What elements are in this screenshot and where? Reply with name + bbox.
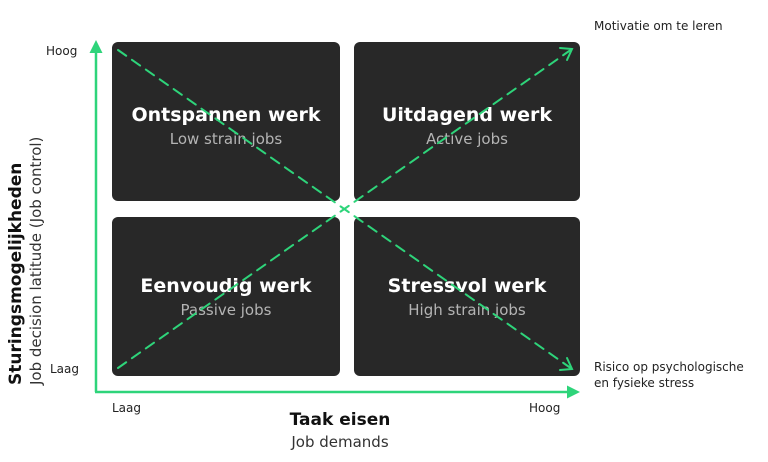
quadrant-title: Ontspannen werk — [131, 104, 321, 126]
quadrant-subtitle: Passive jobs — [180, 301, 272, 319]
y-axis-low-label: Laag — [50, 362, 80, 376]
y-axis-arrowhead — [89, 40, 103, 53]
stress-risk-label-line1: Risico op psychologische — [594, 360, 744, 374]
quadrant-active: Uitdagend werk Active jobs — [354, 42, 580, 201]
diagonal-stress-arrow — [117, 49, 574, 371]
x-axis-low-label: Laag — [112, 401, 142, 415]
y-axis — [89, 40, 103, 392]
x-axis-subtitle: Job demands — [291, 433, 389, 451]
x-axis-high-label: Hoog — [529, 401, 561, 415]
x-axis-title: Taak eisen — [289, 410, 391, 430]
arrowhead-stress — [559, 357, 574, 371]
stress-risk-label-line2: en fysieke stress — [594, 376, 695, 390]
arrowhead-motivation — [559, 47, 574, 61]
quadrant-title: Eenvoudig werk — [140, 275, 312, 297]
diagonal-motivation-arrow — [117, 47, 574, 369]
quadrant-title: Uitdagend werk — [381, 104, 553, 126]
x-axis — [95, 385, 580, 399]
quadrant-high-strain: Stressvol werk High strain jobs — [354, 217, 580, 376]
quadrant-subtitle: High strain jobs — [408, 301, 526, 319]
quadrant-passive: Eenvoudig werk Passive jobs — [112, 217, 340, 376]
y-axis-subtitle: Job decision latitude (Job control) — [27, 136, 45, 385]
x-axis-arrowhead — [567, 385, 580, 399]
motivation-label: Motivatie om te leren — [594, 19, 723, 33]
y-axis-title: Sturingsmogelijkheden — [6, 162, 26, 385]
quadrant-subtitle: Active jobs — [426, 130, 508, 148]
y-axis-title-block: Sturingsmogelijkheden Job decision latit… — [6, 137, 46, 385]
quadrant-subtitle: Low strain jobs — [169, 130, 283, 148]
y-axis-high-label: Hoog — [46, 44, 78, 58]
quadrant-title: Stressvol werk — [387, 275, 547, 297]
quadrant-low-strain: Ontspannen werk Low strain jobs — [112, 42, 340, 201]
